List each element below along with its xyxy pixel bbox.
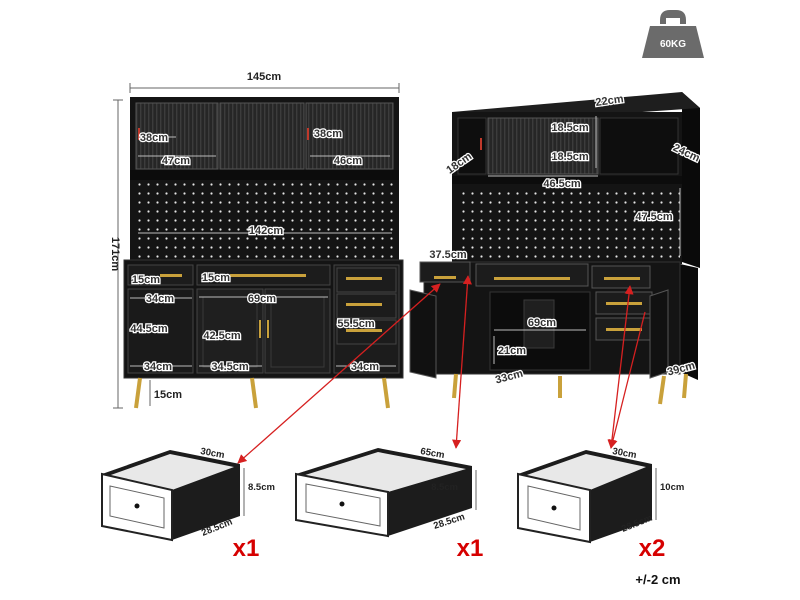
glass-shelf-upper-label: 18.5cm — [551, 122, 589, 134]
upper-door-handle-left — [138, 128, 140, 140]
angled-open-door-left — [409, 289, 437, 379]
upper-right-height-label: 38cm — [314, 128, 342, 140]
inner-height-label: 21cm — [498, 345, 526, 357]
drawer-3-height-label: 10cm — [660, 482, 684, 493]
drawer-1-width-label: 30cm — [200, 446, 226, 461]
drawer-2-quantity: x1 — [457, 535, 484, 562]
right-bottom-width-label: 34cm — [351, 361, 379, 373]
left-lower-door — [127, 288, 194, 374]
upper-right-width-label: 46cm — [334, 155, 362, 167]
angled-view-cabinet: 22cm 18.5cm 18.5cm 18cm 24cm 46.5cm 47.5… — [409, 92, 703, 405]
angled-pegboard — [456, 186, 680, 260]
drawer-1-height-label: 8.5cm — [248, 482, 275, 493]
front-leg-2 — [250, 377, 258, 409]
front-leg-3 — [382, 377, 390, 409]
left-drawer-height-label: 15cm — [132, 274, 160, 286]
angled-open-shelf-right — [599, 117, 679, 175]
pegboard-panel — [134, 182, 395, 258]
drawer-detail-2: 65cm 8.5cm 28.5cm x1 — [295, 446, 484, 562]
center-bottom-width-label: 34.5cm — [211, 361, 249, 373]
angled-lower-side — [680, 264, 698, 380]
right-column-height-label: 55.5cm — [337, 318, 375, 330]
pegboard-width-label: 142cm — [249, 225, 283, 237]
upper-left-height-label: 38cm — [140, 132, 168, 144]
upper-left-width-label: 47cm — [162, 155, 190, 167]
left-compartment-width-label: 34cm — [146, 293, 174, 305]
angled-center-drawer — [475, 263, 589, 287]
total-height-dimension: 171cm — [109, 99, 123, 409]
tolerance-note: +/-2 cm — [635, 572, 680, 587]
upper-glass-door-center — [219, 102, 305, 170]
total-width-dimension: 145cm — [129, 71, 400, 93]
top-depth-label: 22cm — [595, 93, 625, 109]
upper-shelf-width-label: 46.5cm — [543, 178, 581, 190]
center-compartment-height-label: 42.5cm — [203, 330, 241, 342]
inner-width-label: 69cm — [528, 317, 556, 329]
left-compartment-height-label: 44.5cm — [130, 323, 168, 335]
center-compartment-width-label: 69cm — [248, 293, 276, 305]
drawer-pointer-arrows — [237, 275, 646, 464]
center-drawer-handle — [230, 274, 306, 277]
left-drawer-width-label: 37.5cm — [429, 249, 467, 261]
upper-glass-door-right — [305, 102, 394, 170]
front-leg-1 — [134, 377, 142, 409]
left-drawer-handle — [160, 274, 182, 277]
drawer-detail-1: 30cm 8.5cm 28.5cm x1 — [101, 446, 275, 562]
weight-label: 60KG — [660, 39, 686, 50]
glass-shelf-lower-label: 18.5cm — [551, 151, 589, 163]
kettlebell-icon — [642, 10, 704, 58]
drawer-2-width-label: 65cm — [420, 446, 446, 461]
total-width-label: 145cm — [247, 71, 281, 83]
left-bottom-width-label: 34cm — [144, 361, 172, 373]
angled-glass-cabinet — [487, 117, 599, 175]
center-drawer-height-label: 15cm — [202, 272, 230, 284]
upper-door-handle-right — [307, 128, 309, 140]
drawer-detail-3: 30cm 10cm 28.5cm x2 — [517, 446, 684, 562]
weight-badge: 60KG — [642, 10, 704, 58]
angled-hutch-side — [682, 92, 700, 268]
hutch-shelf — [130, 170, 399, 180]
front-view-cabinet: 145cm 171cm 38cm 47cm 38cm 46cm 142cm — [109, 71, 404, 409]
drawer-3-width-label: 30cm — [612, 446, 638, 461]
angled-open-door-right — [649, 289, 669, 379]
upper-glass-door-left — [135, 102, 219, 170]
drawer-2-height-label: 8.5cm — [431, 482, 458, 493]
drawer-1-quantity: x1 — [233, 535, 260, 562]
drawer-3-quantity: x2 — [639, 535, 666, 562]
pegboard-height-label: 47.5cm — [635, 211, 673, 223]
leg-height-label: 15cm — [154, 389, 182, 401]
total-height-label: 171cm — [109, 237, 121, 271]
